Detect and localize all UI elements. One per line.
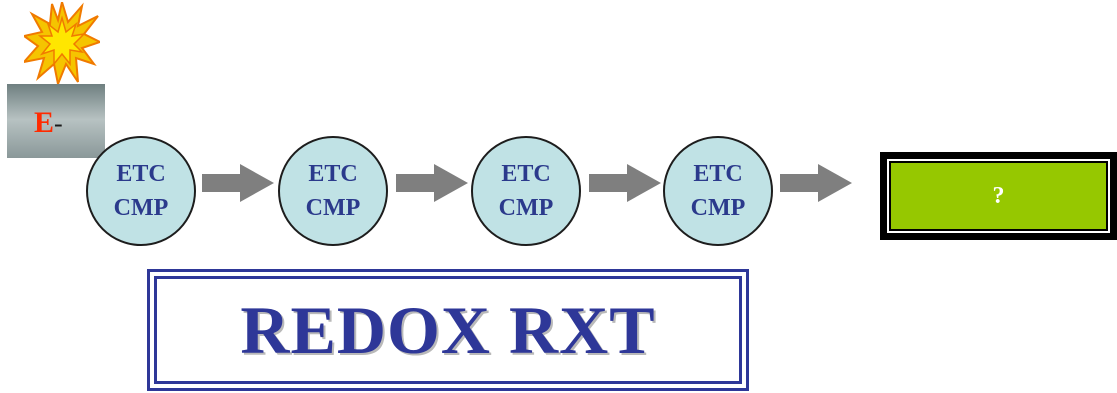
unknown-result-frame: ? [887, 159, 1110, 233]
etc-component-line2: CMP [305, 195, 361, 221]
explosion-starburst-icon [24, 2, 100, 84]
electron-symbol: E [34, 106, 55, 139]
etc-component-line1: ETC [693, 161, 743, 187]
electron-label: E- [34, 106, 63, 140]
etc-component-4: ETC CMP [663, 136, 773, 246]
etc-component-3: ETC CMP [471, 136, 581, 246]
electron-charge: - [54, 109, 63, 138]
unknown-result-box: ? [880, 152, 1117, 240]
etc-component-line1: ETC [116, 161, 166, 187]
redox-title-box: REDOX RXT [147, 269, 749, 391]
etc-component-2: ETC CMP [278, 136, 388, 246]
etc-component-line2: CMP [690, 195, 746, 221]
right-arrow-icon [202, 164, 274, 202]
etc-component-line2: CMP [498, 195, 554, 221]
etc-component-line1: ETC [501, 161, 551, 187]
etc-component-1: ETC CMP [86, 136, 196, 246]
redox-title: REDOX RXT [240, 291, 656, 368]
unknown-result-label: ? [891, 163, 1106, 229]
etc-component-line1: ETC [308, 161, 358, 187]
right-arrow-icon [396, 164, 468, 202]
right-arrow-icon [780, 164, 852, 202]
electron-box: E- [7, 84, 105, 158]
etc-component-line2: CMP [113, 195, 169, 221]
redox-title-frame: REDOX RXT [154, 276, 742, 384]
right-arrow-icon [589, 164, 661, 202]
